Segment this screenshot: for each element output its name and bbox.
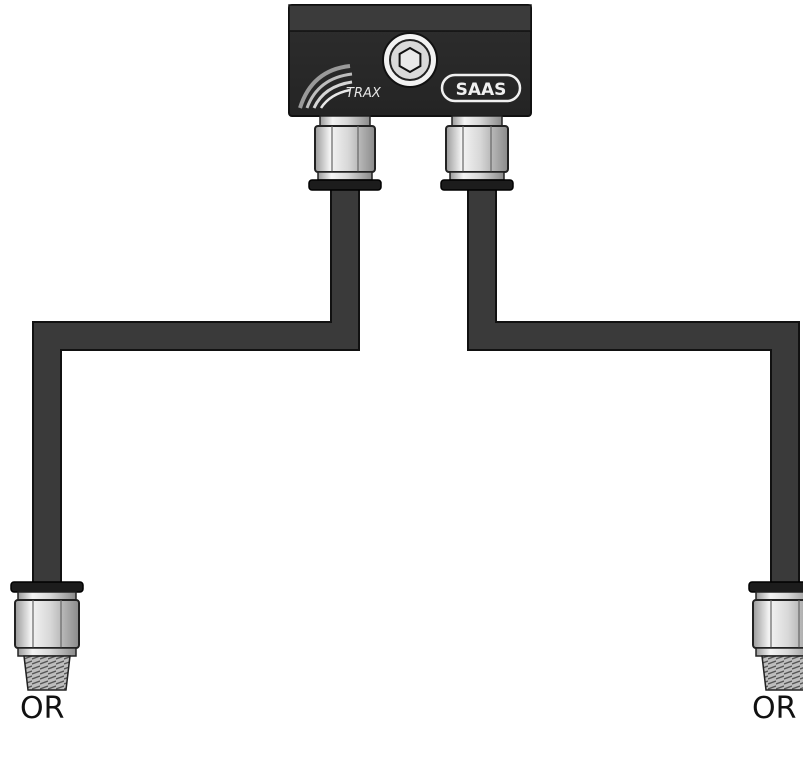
left-bottom-fitting bbox=[10, 581, 84, 691]
left-hose bbox=[32, 190, 360, 585]
trax-logo-text: TRAX bbox=[346, 86, 382, 101]
saas-logo: SAAS bbox=[440, 73, 522, 103]
or-label-right: OR bbox=[752, 691, 797, 726]
right-hose bbox=[467, 190, 800, 585]
saas-logo-text: SAAS bbox=[456, 80, 507, 100]
right-top-fitting bbox=[440, 115, 514, 191]
hex-socket-icon bbox=[382, 32, 438, 88]
trax-logo: TRAX bbox=[298, 64, 382, 109]
right-bottom-fitting bbox=[748, 581, 803, 691]
or-label-left: OR bbox=[20, 691, 65, 726]
left-top-fitting bbox=[308, 115, 382, 191]
